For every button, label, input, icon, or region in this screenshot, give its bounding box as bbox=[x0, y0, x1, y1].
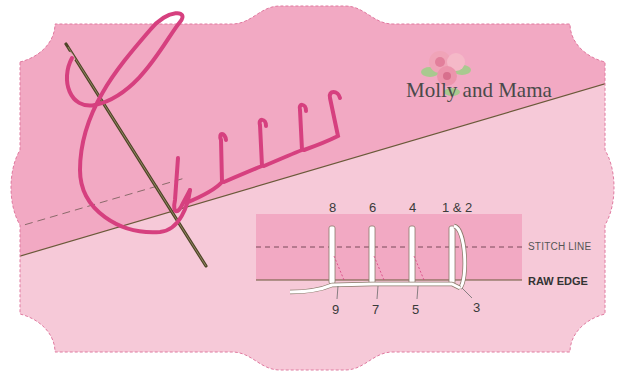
edge-label: RAW EDGE bbox=[528, 276, 588, 287]
callout-number: 4 bbox=[409, 201, 416, 214]
callout-number: 6 bbox=[369, 201, 376, 214]
callout-number: 9 bbox=[332, 303, 339, 316]
callout-number: 8 bbox=[329, 201, 336, 214]
brand-watermark: Molly and Mama bbox=[406, 80, 552, 101]
callout-number: 1 & 2 bbox=[442, 201, 472, 214]
inset-diagram bbox=[256, 214, 522, 299]
callout-number: 3 bbox=[473, 301, 480, 314]
callout-number: 5 bbox=[412, 303, 419, 316]
callout-number: 7 bbox=[372, 303, 379, 316]
line-label: STITCH LINE bbox=[528, 242, 591, 252]
